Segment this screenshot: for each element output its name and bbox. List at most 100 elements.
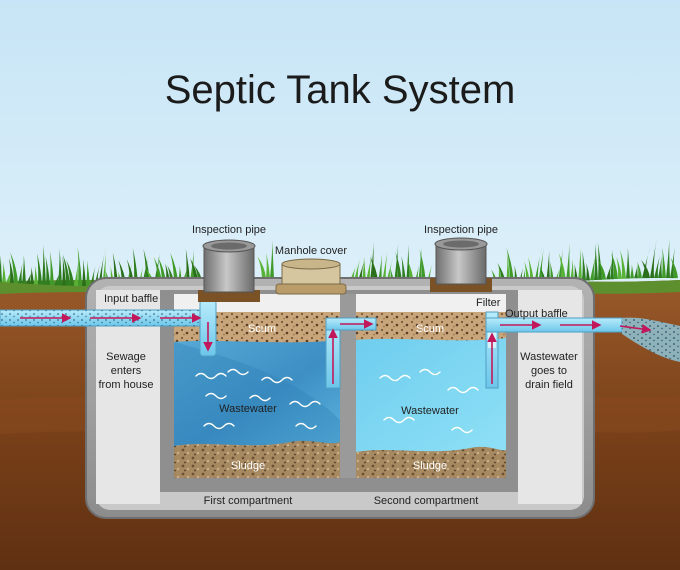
grass-blade [34, 265, 38, 285]
filter-label: Filter [476, 297, 501, 309]
grass-blade [616, 256, 622, 279]
grass-blade [634, 264, 638, 279]
grass-blade [86, 260, 90, 286]
sludge-layer-1 [174, 440, 340, 478]
grass-blade [22, 254, 26, 284]
grass-blade [30, 266, 34, 285]
grass-blade [597, 259, 606, 280]
grass-blade [62, 254, 70, 286]
grass-blade [350, 263, 358, 281]
grass-blade [10, 251, 18, 284]
input-baffle-label: Input baffle [104, 293, 158, 305]
grass-blade [630, 264, 634, 279]
sludge-layer-2 [356, 446, 506, 478]
grass-blade [637, 261, 642, 279]
grass-blade [586, 262, 590, 281]
grass-blade [566, 242, 570, 282]
water-waves [195, 368, 479, 434]
grass-blade [143, 248, 150, 285]
grass-blade [58, 248, 62, 286]
grass-blade [666, 239, 670, 279]
sewage-label-line3: from house [98, 379, 153, 391]
grass-blade [534, 246, 543, 284]
inspection-pipe-left-label: Inspection pipe [192, 224, 266, 236]
scum-layer-2 [356, 312, 506, 342]
grass-blade [382, 248, 388, 283]
sky [0, 0, 680, 290]
grass-blade [506, 251, 510, 286]
grass-blade [594, 243, 598, 281]
grass-blade [606, 256, 615, 280]
grass-blade [0, 255, 2, 282]
grass-blade [190, 258, 198, 282]
grass-blade [590, 246, 598, 281]
grass-blade [170, 252, 178, 283]
grass-blade [42, 245, 46, 285]
second-compartment-label: Second compartment [374, 495, 479, 507]
grass-blade [190, 249, 194, 282]
grass-blade [401, 256, 406, 284]
grass-blade [395, 251, 402, 284]
sludge-2-label: Sludge [413, 460, 447, 472]
drain-arrow [619, 324, 652, 334]
grass-blade [370, 241, 374, 282]
grass-blade [366, 246, 374, 282]
grass-blade [641, 259, 650, 279]
scum-2-label: Scum [416, 323, 444, 335]
grass-blade [8, 258, 14, 283]
grass-blade [26, 268, 35, 284]
inspection-pipe-right [430, 237, 492, 292]
grass-blade [620, 249, 626, 279]
grass-blade [578, 247, 582, 282]
wastewater-out-label-line1: Wastewater [520, 351, 578, 363]
grass-blade [77, 247, 82, 286]
grass-blade [538, 245, 545, 284]
grass-blade [658, 255, 662, 279]
input-pipe [0, 299, 217, 357]
grass-blade [570, 258, 574, 282]
manhole-cover [275, 258, 347, 295]
scum-1-label: Scum [248, 323, 276, 335]
grass-blade [419, 249, 426, 285]
grass-blade [98, 246, 106, 286]
compartment-divider [340, 294, 356, 478]
grass-blade [362, 256, 366, 282]
grass-blade [610, 249, 614, 280]
grass-blade [54, 269, 62, 286]
grass-blade [378, 253, 383, 283]
inspection-pipe-left [198, 239, 260, 302]
grass-blade [62, 255, 66, 286]
grass-blade [558, 247, 563, 283]
sewage-label-line2: enters [111, 365, 142, 377]
first-compartment-label: First compartment [204, 495, 293, 507]
grass-blade [266, 252, 270, 279]
wastewater-out-label-line2: goes to [531, 365, 567, 377]
output-pipe [485, 311, 623, 389]
wastewater-1-shade [174, 342, 340, 446]
manhole-cover-label: Manhole cover [275, 245, 347, 257]
grass-blade [546, 250, 550, 284]
wastewater-2-label: Wastewater [401, 405, 459, 417]
grass-blade [18, 263, 23, 284]
grass-blade [45, 256, 50, 285]
grass-blade [157, 256, 166, 284]
inspection-pipe-right-label: Inspection pipe [424, 224, 498, 236]
grass-blade [82, 259, 86, 286]
grass-blade [506, 247, 514, 286]
grass-blade [354, 253, 362, 281]
grass-blade [650, 238, 657, 279]
grass-blade [132, 247, 138, 286]
grass [0, 238, 678, 286]
output-baffle-label: Output baffle [505, 308, 568, 320]
diagram-title: Septic Tank System [165, 68, 516, 112]
grass-blade [574, 264, 578, 282]
grass-blade [406, 245, 410, 284]
grass-blade [394, 243, 399, 284]
sludge-1-label: Sludge [231, 460, 265, 472]
wastewater-1-label: Wastewater [219, 403, 277, 415]
grass-blade [597, 242, 602, 280]
grass-blade [642, 246, 651, 279]
grass-blade [66, 260, 74, 286]
grass-blade [626, 247, 630, 279]
